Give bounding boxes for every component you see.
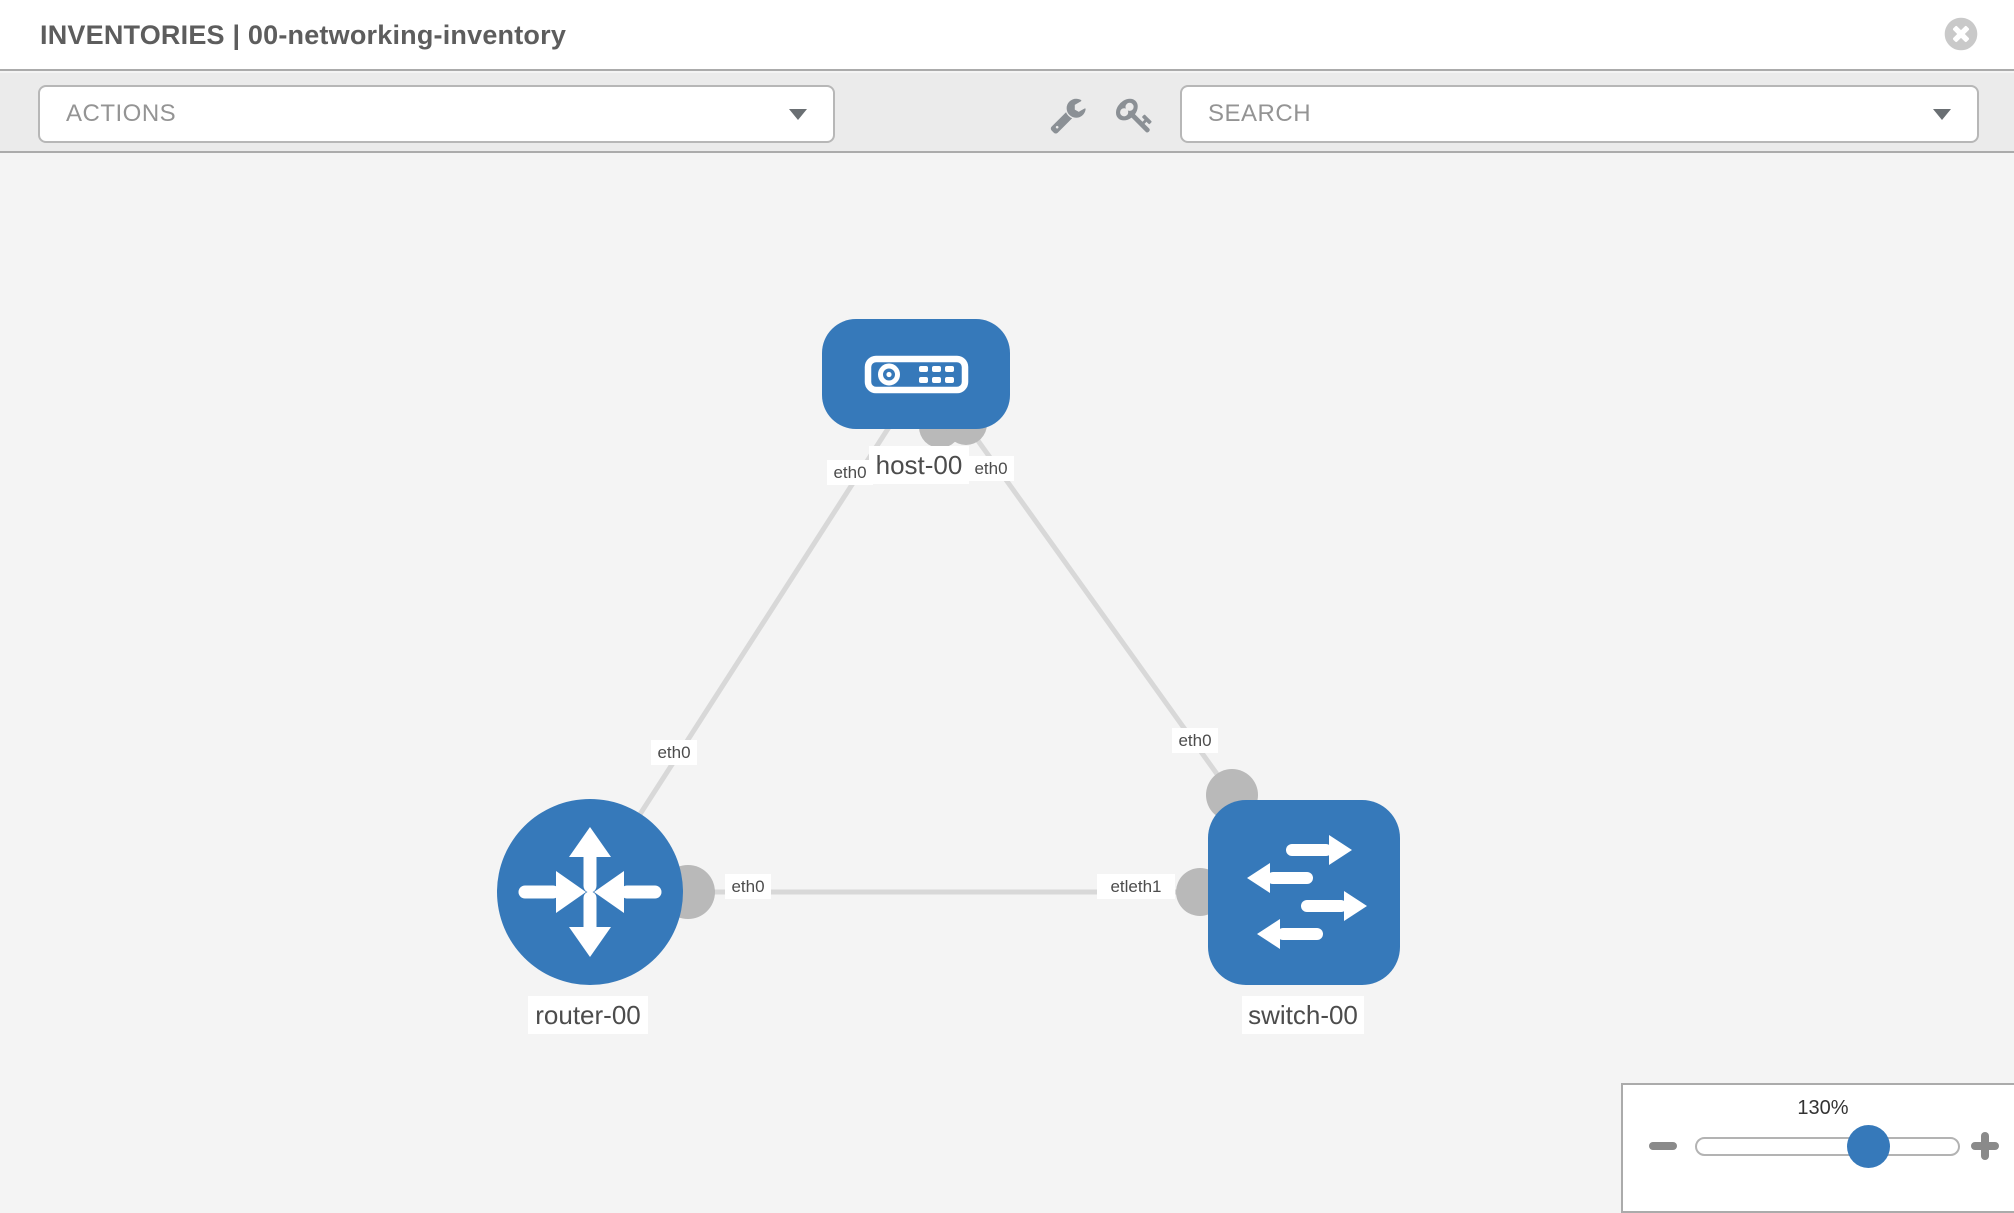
zoom-out-minus-icon[interactable] <box>1649 1142 1677 1150</box>
port-label-host-eth0-right: eth0 <box>968 456 1014 481</box>
node-label-router-00: router-00 <box>528 996 648 1034</box>
chevron-down-icon <box>789 108 807 120</box>
search-dropdown[interactable]: SEARCH <box>1180 85 1979 143</box>
key-icon[interactable] <box>1116 96 1154 134</box>
port-label-router-eth0-top: eth0 <box>651 740 697 765</box>
switch-icon <box>1247 835 1367 949</box>
svg-text:etleth1: etleth1 <box>1110 877 1161 896</box>
zoom-slider-thumb[interactable] <box>1847 1125 1890 1168</box>
node-host-00[interactable] <box>822 319 1010 429</box>
svg-text:eth0: eth0 <box>657 743 690 762</box>
node-switch-00[interactable] <box>1208 800 1400 985</box>
port-label-switch-eth1-left: etleth1 <box>1097 874 1175 899</box>
close-icon[interactable] <box>1942 15 1980 53</box>
actions-dropdown[interactable]: ACTIONS <box>38 85 835 143</box>
topology-svg: eth0 eth0 eth0 eth0 eth0 etleth1 host-00… <box>497 319 1400 1034</box>
toolbar: ACTIONS SEARCH <box>0 73 2014 153</box>
actions-dropdown-label: ACTIONS <box>66 100 177 127</box>
node-label-switch-00: switch-00 <box>1242 996 1364 1034</box>
svg-text:host-00: host-00 <box>876 450 963 480</box>
topology-canvas[interactable]: eth0 eth0 eth0 eth0 eth0 etleth1 host-00… <box>0 155 2014 1200</box>
wrench-icon[interactable] <box>1049 96 1087 134</box>
chevron-down-icon <box>1933 108 1951 120</box>
search-dropdown-label: SEARCH <box>1208 100 1312 127</box>
svg-text:switch-00: switch-00 <box>1248 1000 1358 1030</box>
zoom-level-readout: 130% <box>1797 1097 1849 1119</box>
host-node-shape <box>822 319 1010 429</box>
zoom-in-plus-icon[interactable] <box>1971 1132 1999 1160</box>
link-host-router <box>587 408 903 894</box>
page-title: INVENTORIES | 00-networking-inventory <box>40 20 567 50</box>
svg-text:eth0: eth0 <box>833 463 866 482</box>
switch-node-shape <box>1208 800 1400 985</box>
svg-text:router-00: router-00 <box>535 1000 641 1030</box>
svg-text:eth0: eth0 <box>1178 731 1211 750</box>
node-router-00[interactable] <box>497 799 683 985</box>
server-icon <box>864 355 969 394</box>
svg-text:eth0: eth0 <box>974 459 1007 478</box>
port-label-host-eth0-left: eth0 <box>827 460 873 485</box>
port-label-router-eth0-right: eth0 <box>725 874 771 899</box>
svg-text:eth0: eth0 <box>731 877 764 896</box>
zoom-panel: 130% <box>1621 1083 2014 1213</box>
node-label-host-00: host-00 <box>869 446 969 484</box>
port-label-switch-eth0-top: eth0 <box>1172 728 1218 753</box>
router-icon <box>518 827 662 957</box>
header-bar: INVENTORIES | 00-networking-inventory <box>0 0 2014 71</box>
zoom-slider[interactable] <box>1695 1125 1960 1168</box>
